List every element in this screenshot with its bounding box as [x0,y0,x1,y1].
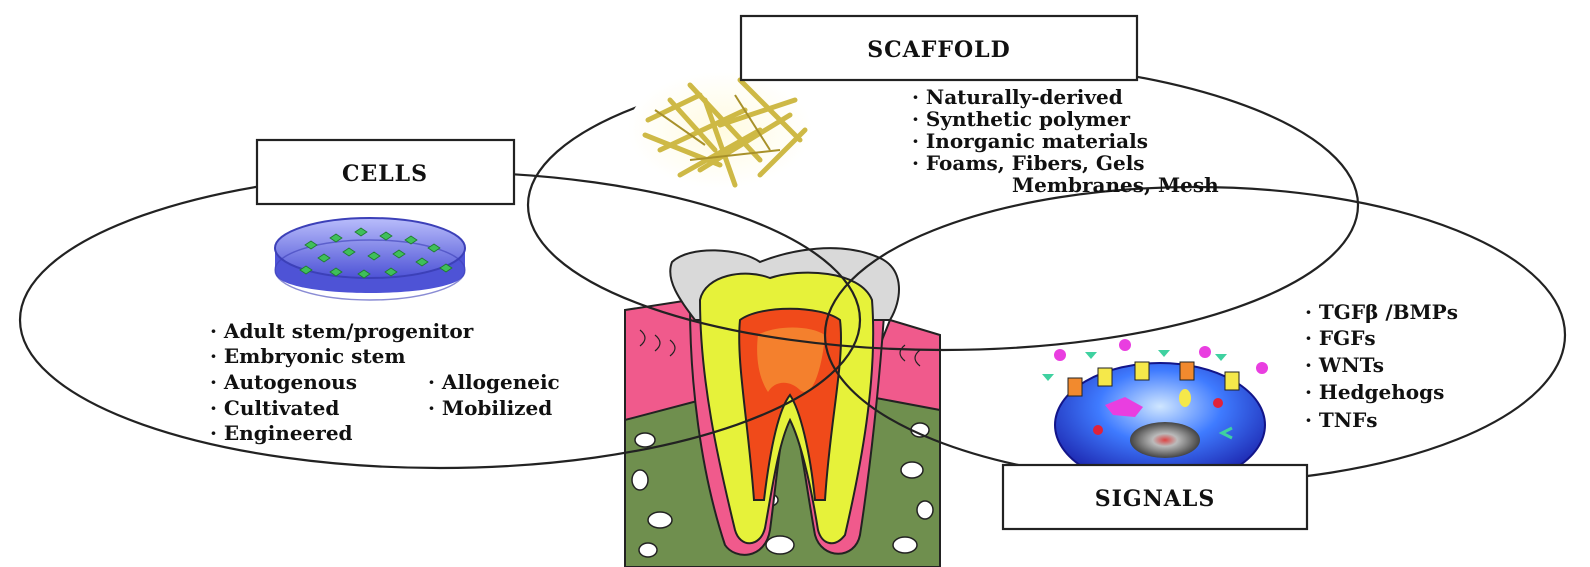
list-item: · FGFs [1305,326,1376,350]
list-item: · Autogenous [210,370,357,394]
scaffold-label-box: SCAFFOLD [741,16,1137,80]
cells-list: · Adult stem/progenitor · Embryonic stem… [210,319,560,445]
list-item: · Naturally-derived [912,85,1123,109]
list-item: · Mobilized [428,396,552,420]
list-item: · Cultivated [210,396,339,420]
scaffold-fiber-icon [628,72,812,188]
list-item: · TGFβ /BMPs [1305,300,1458,324]
cells-label-box: CELLS [257,140,514,204]
petri-dish-icon [275,218,465,300]
signals-list: · TGFβ /BMPs · FGFs · WNTs · Hedgehogs ·… [1305,300,1458,432]
cells-title: CELLS [342,161,428,187]
list-item: · Engineered [210,421,353,445]
list-item: · Foams, Fibers, Gels [912,151,1145,175]
scaffold-title: SCAFFOLD [867,37,1010,63]
list-item: · Adult stem/progenitor [210,319,474,343]
list-item: · Embryonic stem [210,344,405,368]
list-item: · Hedgehogs [1305,380,1444,404]
list-item: Membranes, Mesh [1012,173,1219,197]
tooth-cross-section-icon [625,248,940,567]
scaffold-list: · Naturally-derived · Synthetic polymer … [912,85,1219,197]
list-item: · Inorganic materials [912,129,1148,153]
list-item: · WNTs [1305,353,1384,377]
list-item: · TNFs [1305,408,1378,432]
list-item: · Synthetic polymer [912,107,1130,131]
list-item: · Allogeneic [428,370,560,394]
signals-label-box: SIGNALS [1003,465,1307,529]
signals-title: SIGNALS [1095,486,1216,512]
